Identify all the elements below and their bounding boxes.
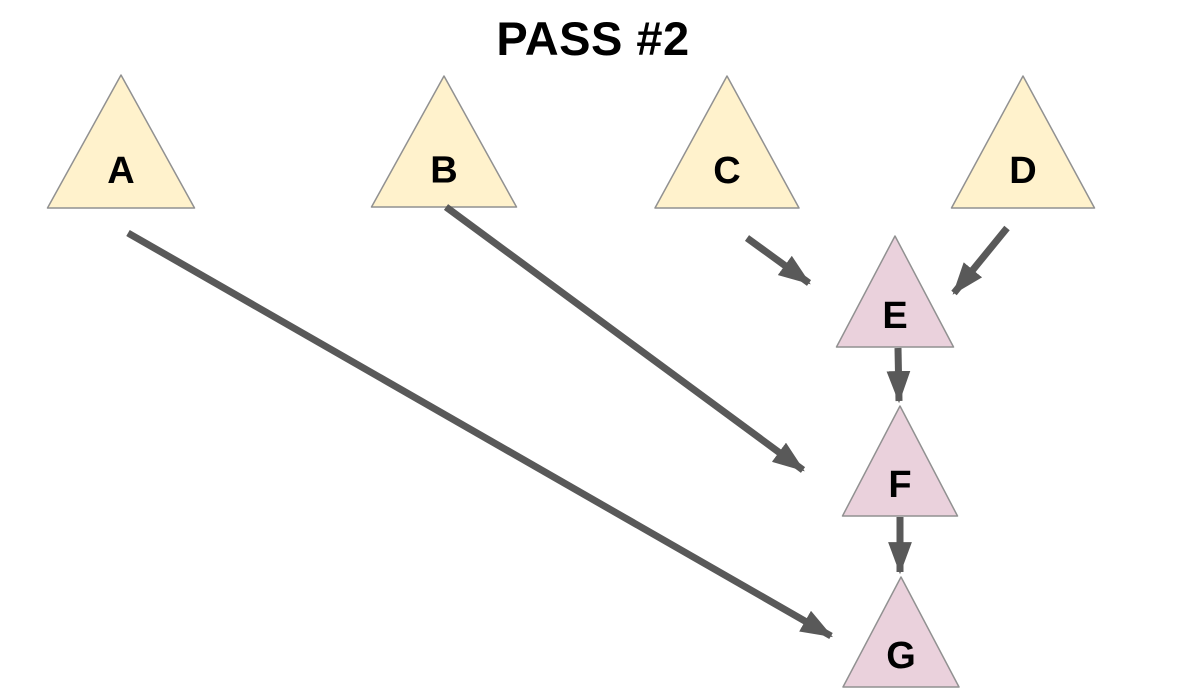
- node-label-B: B: [430, 149, 457, 191]
- node-label-C: C: [713, 150, 740, 192]
- triangle-D: [950, 75, 1096, 209]
- edge-D-E: [951, 225, 1010, 296]
- triangle-B: [370, 75, 518, 208]
- node-G: G: [842, 576, 960, 688]
- node-label-G: G: [886, 635, 916, 677]
- node-C: C: [654, 75, 800, 209]
- node-label-F: F: [888, 464, 911, 506]
- triangle-F: [841, 405, 959, 517]
- edge-B-F: [443, 204, 806, 473]
- node-label-A: A: [107, 150, 134, 192]
- diagram-title: PASS #2: [496, 12, 690, 65]
- node-D: D: [950, 75, 1096, 209]
- edge-C-E: [744, 235, 812, 286]
- node-label-D: D: [1009, 150, 1036, 192]
- node-label-E: E: [882, 295, 907, 337]
- triangle-G: [842, 576, 960, 688]
- triangle-A: [46, 74, 196, 209]
- node-E: E: [835, 235, 955, 348]
- triangle-C: [654, 75, 800, 209]
- node-A: A: [46, 74, 196, 209]
- edge-E-F: [886, 347, 911, 404]
- triangle-E: [835, 235, 955, 348]
- node-B: B: [370, 75, 518, 208]
- node-F: F: [841, 405, 959, 517]
- edge-A-G: [126, 229, 833, 640]
